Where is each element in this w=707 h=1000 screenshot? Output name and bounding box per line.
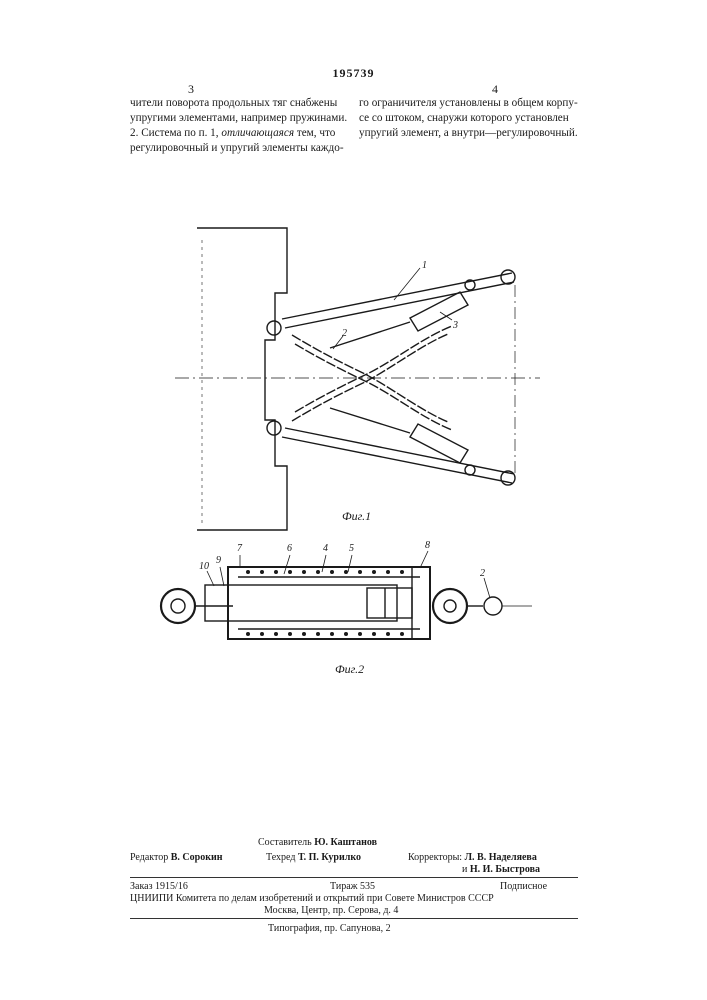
techred-line: Техред Т. П. Курилко — [266, 851, 361, 864]
techred-label: Техред — [266, 852, 295, 863]
corrector-1: Л. В. Наделяева — [465, 852, 537, 863]
left-eye — [161, 589, 195, 623]
editor-name: В. Сорокин — [171, 852, 223, 863]
figure-2-caption: Фиг.2 — [335, 662, 364, 677]
fig2-label-4: 4 — [323, 543, 328, 554]
colophon-divider — [130, 877, 578, 878]
fig2-label-8: 8 — [425, 540, 430, 551]
correctors-label: Корректоры: — [408, 852, 462, 863]
housing — [228, 567, 430, 639]
compiler-label: Составитель — [258, 837, 312, 848]
compiler-line: Составитель Ю. Каштанов — [258, 836, 377, 849]
editor-line: Редактор В. Сорокин — [130, 851, 222, 864]
editor-label: Редактор — [130, 852, 168, 863]
rod — [205, 585, 397, 621]
fig2-label-7: 7 — [237, 543, 243, 554]
fig2-label-9: 9 — [216, 555, 221, 566]
right-eye — [433, 589, 467, 623]
compiler-name: Ю. Каштанов — [314, 837, 377, 848]
fig2-label-2: 2 — [480, 568, 485, 579]
techred-name: Т. П. Курилко — [298, 852, 361, 863]
printing-house: Типография, пр. Сапунова, 2 — [268, 922, 391, 935]
corrector-2-prefix: и — [462, 864, 467, 875]
subscription: Подписное — [500, 880, 547, 893]
corrector-2: Н. И. Быстрова — [470, 864, 540, 875]
address: Москва, Центр, пр. Серова, д. 4 — [264, 904, 398, 917]
colophon-divider-2 — [130, 918, 578, 919]
fig2-label-6: 6 — [287, 543, 292, 554]
fig2-label-10: 10 — [199, 561, 209, 572]
fig2-label-5: 5 — [349, 543, 354, 554]
corrector-2-line: и Н. И. Быстрова — [462, 863, 540, 876]
